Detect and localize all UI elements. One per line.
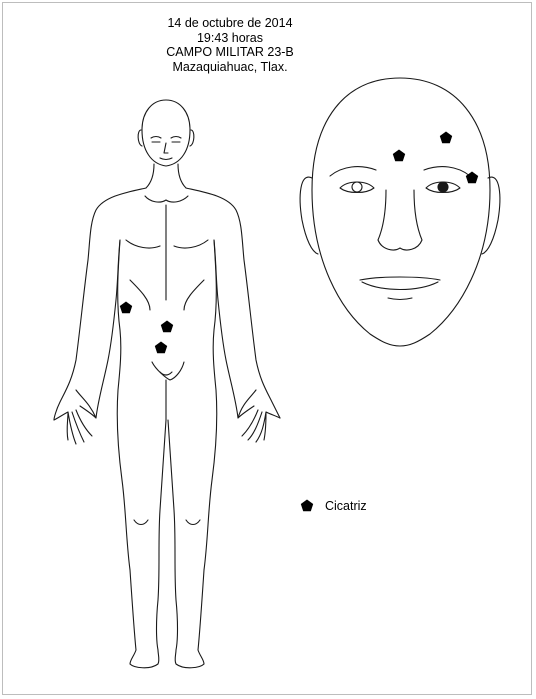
legend: Cicatriz — [299, 498, 367, 514]
face-outline — [300, 78, 500, 346]
scar-marker-abdomen-left — [120, 302, 132, 314]
scar-marker-forehead-center — [393, 150, 405, 162]
scar-markers — [120, 132, 478, 354]
scar-marker-temple-right — [466, 172, 478, 184]
scar-marker-abdomen-lower — [155, 342, 167, 354]
scar-marker-forehead-right — [440, 132, 452, 144]
legend-label: Cicatriz — [325, 499, 367, 513]
scar-marker-abdomen-center — [161, 321, 173, 333]
pentagon-marker-icon — [299, 498, 315, 514]
body-outline — [54, 100, 280, 668]
